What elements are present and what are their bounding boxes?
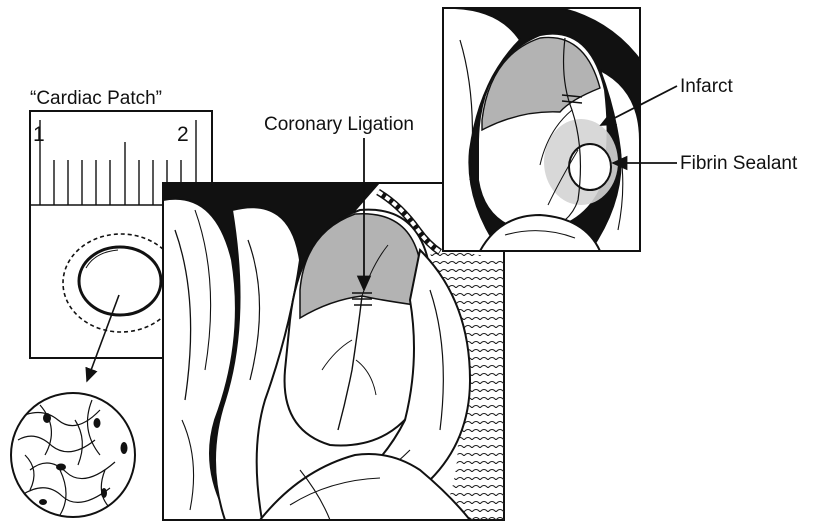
ruler-tick-label-2: 2 [177,124,189,145]
inset-patch [569,144,611,190]
inset-panel [443,8,640,251]
ruler-tick-label-1: 1 [33,124,45,145]
infarct-label: Infarct [680,77,733,96]
coronary-ligation-label: Coronary Ligation [264,115,414,134]
fibrin-sealant-label: Fibrin Sealant [680,154,797,173]
cell-magnification [11,393,135,517]
cardiac-patch-label: “Cardiac Patch” [30,89,162,108]
patch [79,247,161,315]
